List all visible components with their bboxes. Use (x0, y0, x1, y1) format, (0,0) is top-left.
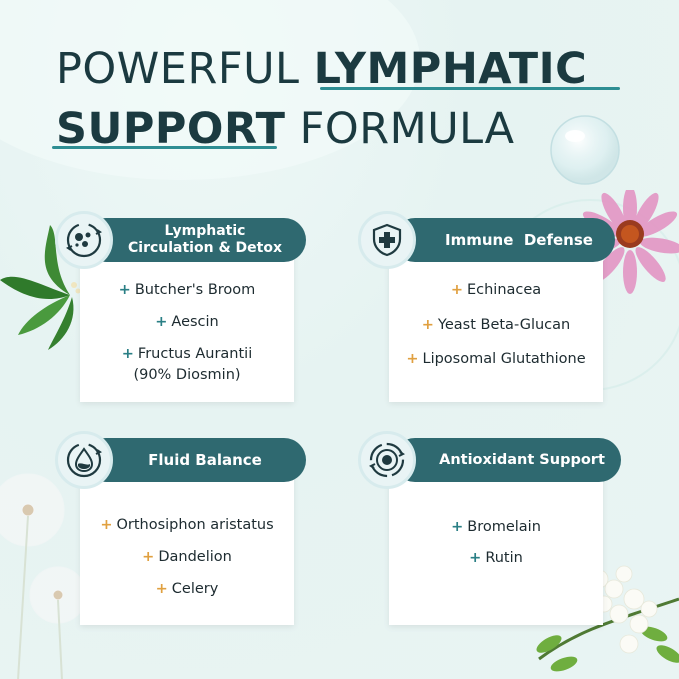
card-title-line-2: Circulation & Detox (128, 240, 282, 256)
headline-underline (52, 146, 277, 149)
ingredient-list: +Orthosiphon aristatus +Dandelion +Celer… (80, 460, 294, 598)
ingredient-list: +Echinacea +Yeast Beta-Glucan +Liposomal… (389, 240, 603, 368)
ingredient-item: +Echinacea (450, 282, 542, 298)
card-title-pill: Fluid Balance (84, 438, 306, 482)
card-icon-badge (55, 211, 113, 269)
ingredient-item: +Dandelion (142, 549, 232, 565)
ingredient-list: +Butcher's Broom +Aescin +Fructus Aurant… (80, 240, 294, 384)
card-title-pill: Lymphatic Circulation & Detox (84, 218, 306, 262)
ingredient-card-immune: +Echinacea +Yeast Beta-Glucan +Liposomal… (389, 240, 603, 402)
card-title: Immune Defense (445, 231, 593, 249)
card-icon-badge (55, 431, 113, 489)
ingredient-item: +Liposomal Glutathione (406, 351, 586, 367)
headline-regular-word: FORMULA (285, 104, 515, 154)
card-title: Fluid Balance (148, 451, 262, 469)
card-icon-badge (358, 211, 416, 269)
headline-bold-word: LYMPHATIC (313, 44, 588, 94)
ingredient-item: +Bromelain (451, 519, 541, 535)
ingredient-card-lymphatic: +Butcher's Broom +Aescin +Fructus Aurant… (80, 240, 294, 402)
card-title: Antioxidant Support (439, 452, 605, 468)
ingredient-item: +Aescin (155, 314, 219, 330)
ingredient-item: +Yeast Beta-Glucan (421, 317, 571, 333)
water-drop-icon (66, 442, 102, 478)
card-title-line-1: Lymphatic (164, 223, 246, 239)
card-icon-badge (358, 431, 416, 489)
card-title-pill: Antioxidant Support (393, 438, 621, 482)
dandelion-image (0, 473, 87, 679)
ingredient-item: +Celery (155, 581, 219, 597)
ingredient-item: +Butcher's Broom (118, 282, 256, 298)
green-leaves-image (0, 225, 81, 350)
cells-cycle-icon (66, 222, 102, 258)
ingredient-card-fluid: +Orthosiphon aristatus +Dandelion +Celer… (80, 460, 294, 625)
ingredient-list: +Bromelain +Rutin (389, 460, 603, 567)
antioxidant-cycle-icon (369, 442, 405, 478)
ingredient-item: +Rutin (469, 550, 523, 566)
headline-underline (320, 87, 620, 90)
ingredient-item: +Fructus Aurantii (121, 346, 253, 362)
water-droplet-image (550, 115, 620, 185)
shield-plus-icon (372, 223, 402, 257)
ingredient-card-antioxidant: +Bromelain +Rutin (389, 460, 603, 625)
ingredient-item: +Orthosiphon aristatus (100, 517, 274, 533)
headline-bold-word: SUPPORT (56, 104, 286, 154)
headline-line-1: POWERFUL LYMPHATIC (56, 44, 587, 94)
ingredient-item-note: (90% Diosmin) (133, 367, 241, 383)
card-title-pill: Immune Defense (393, 218, 615, 262)
headline-line-2: SUPPORT FORMULA (56, 104, 515, 154)
headline-regular-word: POWERFUL (56, 44, 314, 94)
